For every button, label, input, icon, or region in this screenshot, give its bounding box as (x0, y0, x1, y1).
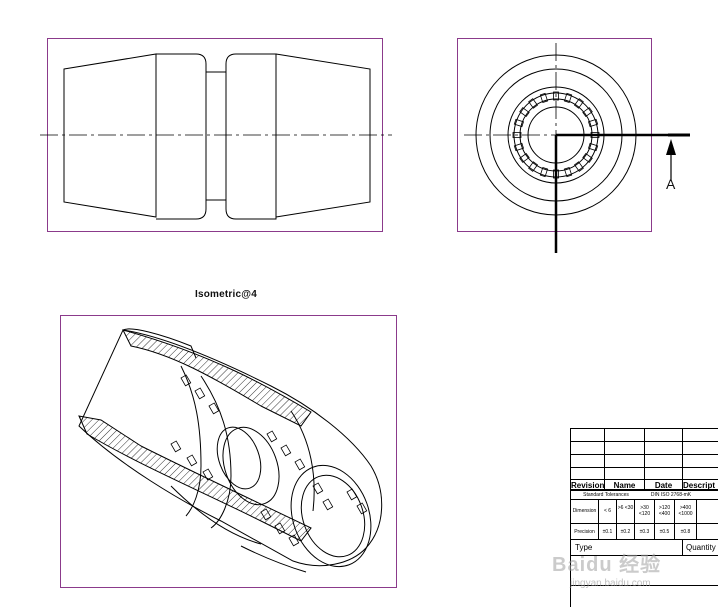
dim-col-3: >30 <120 (635, 500, 655, 524)
roller-ring (512, 91, 600, 179)
front-view-frame (40, 38, 392, 232)
dim-col-4: >120 <400 (655, 500, 675, 524)
section-label: A (666, 176, 676, 192)
isometric-rollers (170, 374, 368, 547)
description-header: Descript (683, 480, 718, 491)
revision-header: Revision (571, 480, 605, 491)
watermark-logo: Baidu 经验 (552, 554, 662, 576)
quantity-label: Quantity (683, 540, 718, 556)
title-block: Revision Name Date Descript Standard Tol… (570, 428, 718, 607)
dimension-label: Dimension (571, 500, 599, 524)
prec-col-4: ±0.5 (655, 524, 675, 540)
dim-col-5: >400 <1000 (675, 500, 697, 524)
dim-col-1: < 6 (599, 500, 617, 524)
isometric-drawing (78, 328, 383, 573)
left-taper (63, 53, 157, 218)
prec-col-5: ±0.8 (675, 524, 697, 540)
isometric-view-frame (60, 315, 397, 588)
prec-col-3: ±0.3 (635, 524, 655, 540)
precision-label: Precision (571, 524, 599, 540)
watermark-site: jingyan.baidu.com (570, 578, 651, 589)
side-view-frame (457, 38, 690, 253)
side-view-drawing (464, 43, 690, 253)
prec-col-1: ±0.1 (599, 524, 617, 540)
tolerances-label: Standard Tolerances (583, 492, 629, 498)
dim-col-2: >6 <30 (617, 500, 635, 524)
isometric-view-label: Isometric@4 (195, 289, 257, 300)
norm-label: DIN ISO 2768-mK (650, 492, 692, 498)
prec-col-2: ±0.2 (617, 524, 635, 540)
type-label: Type (571, 540, 683, 556)
date-header: Date (645, 480, 683, 491)
front-view-drawing (40, 53, 392, 220)
name-header: Name (605, 480, 645, 491)
